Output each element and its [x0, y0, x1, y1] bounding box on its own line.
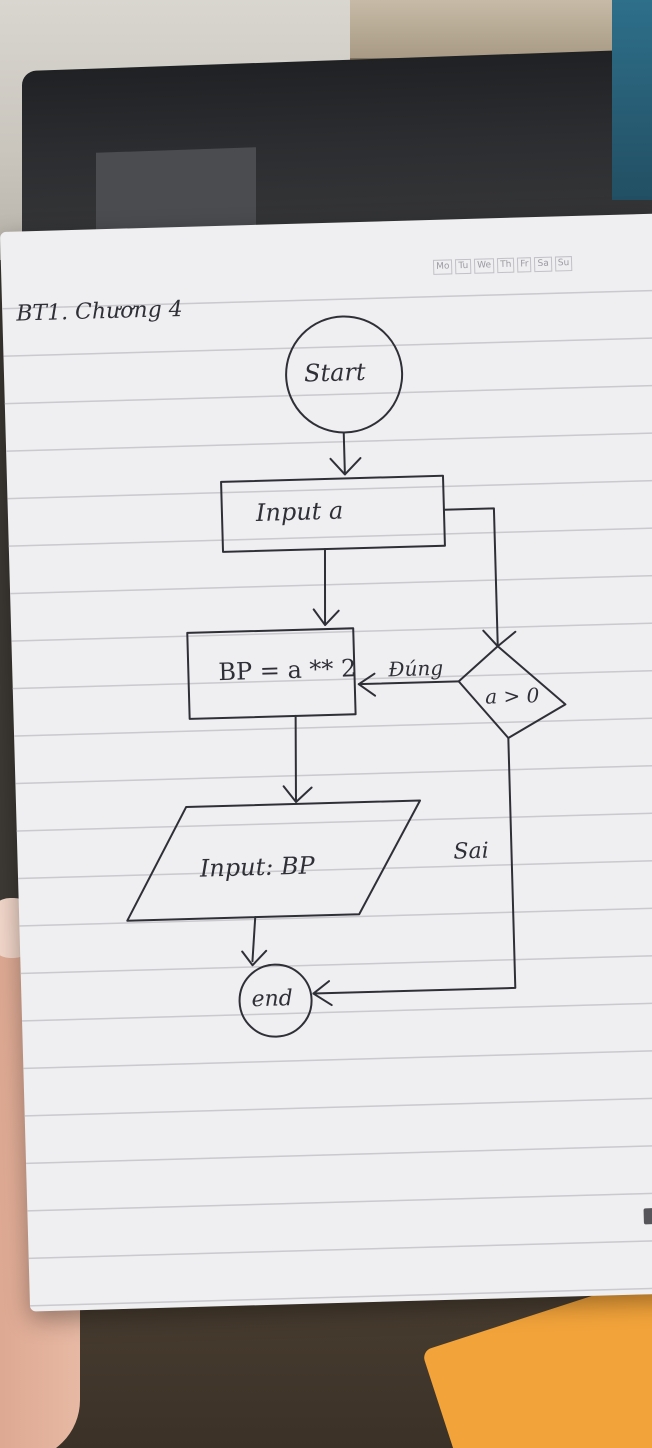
arrow-input-to-decision — [442, 507, 499, 648]
arrowhead-output — [282, 785, 313, 803]
output-node — [126, 799, 422, 922]
arrowhead-input — [329, 457, 362, 476]
process-node — [186, 627, 357, 720]
background-object — [612, 0, 652, 200]
flowchart — [126, 315, 567, 1038]
arrow-process-to-output — [294, 714, 297, 801]
output-label: Input: BP — [199, 851, 316, 883]
arrow-start-to-input — [342, 431, 346, 474]
end-node — [238, 963, 313, 1038]
input-label: Input a — [255, 496, 344, 527]
arrowhead-decision — [482, 629, 517, 648]
arrowhead-no — [312, 980, 333, 1007]
yes-label: Đúng — [388, 655, 444, 682]
notebook-brand: HC — [643, 1207, 652, 1225]
decision-label: a > 0 — [484, 683, 540, 709]
arrow-yes — [357, 680, 460, 686]
no-label: Sai — [453, 838, 490, 865]
arrow-output-to-end — [251, 916, 257, 963]
process-label: BP = a ** 2 — [217, 654, 357, 687]
arrow-input-to-process — [323, 548, 327, 625]
arrowhead-end — [241, 949, 268, 967]
brand-logo-icon — [643, 1207, 652, 1225]
notebook-page: Mo Tu We Th Fr Sa Su BT1. Chương 4 — [0, 213, 652, 1312]
arrowhead-yes — [357, 672, 377, 697]
start-node — [285, 315, 404, 434]
arrowhead-process — [312, 608, 340, 627]
arrow-no — [312, 737, 517, 995]
end-label: end — [251, 986, 294, 1013]
start-label: Start — [303, 357, 366, 388]
